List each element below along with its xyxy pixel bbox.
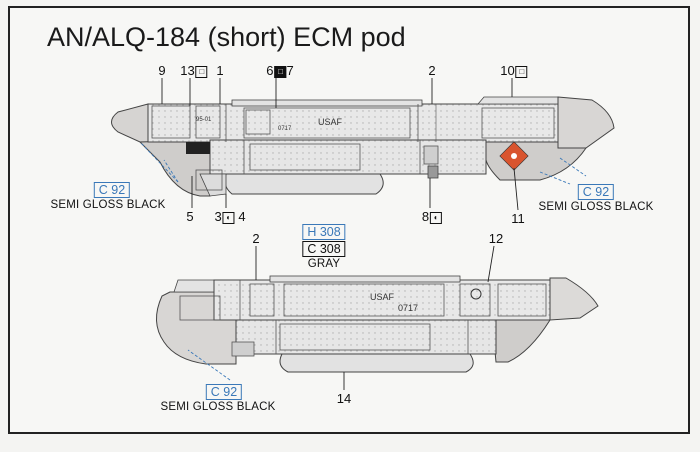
callout-12: 12 xyxy=(488,231,504,246)
callout-1: 1 xyxy=(216,63,224,78)
callout-2-bottom: 2 xyxy=(252,231,260,246)
callout-2-top: 2 xyxy=(428,63,436,78)
callout-3-number: 3 xyxy=(214,209,222,224)
bottom-pod-serial-stencil: 0717 xyxy=(398,303,419,313)
paint-name-left: SEMI GLOSS BLACK xyxy=(50,199,166,211)
decal-square-icon: □ xyxy=(195,65,208,78)
callout-9: 9 xyxy=(158,63,166,78)
top-pod-left-nose xyxy=(111,103,149,143)
paint-code-gray-h: H 308 xyxy=(302,224,346,240)
bottom-pod-usaf-stencil: USAF xyxy=(370,292,395,302)
callout-10: 10□ xyxy=(500,63,528,78)
paint-name-bottom: SEMI GLOSS BLACK xyxy=(160,401,276,413)
decal-square-icon: □ xyxy=(274,65,287,78)
paint-name-gray: GRAY xyxy=(307,258,341,270)
warning-placard xyxy=(499,141,529,171)
top-pod-serial-small: 0717 xyxy=(278,126,292,132)
bottom-pod-right-nose xyxy=(549,277,599,321)
top-pod xyxy=(111,96,615,197)
paint-code-right: C 92 xyxy=(577,184,615,200)
callout-7-number: 7 xyxy=(286,63,294,78)
callout-5: 5 xyxy=(186,209,194,224)
callout-6-7: 6□7 xyxy=(266,63,294,78)
top-pod-right-lower-cone xyxy=(485,141,587,181)
top-pod-usaf-stencil: USAF xyxy=(318,117,343,127)
paint-code-left: C 92 xyxy=(93,182,131,198)
paint-name-right: SEMI GLOSS BLACK xyxy=(538,201,654,213)
callout-13-number: 13 xyxy=(180,63,195,78)
callout-14: 14 xyxy=(336,391,352,406)
callout-10-number: 10 xyxy=(500,63,515,78)
paint-code-gray-c: C 308 xyxy=(302,241,346,257)
decal-half-circle-icon: ◐ xyxy=(430,211,443,224)
paint-code-bottom: C 92 xyxy=(205,384,243,400)
callout-13: 13□ xyxy=(180,63,208,78)
callout-8: 8◐ xyxy=(421,209,443,224)
callout-6-number: 6 xyxy=(266,63,274,78)
callout-11: 11 xyxy=(511,211,525,226)
callout-4-number: 4 xyxy=(238,209,246,224)
decal-half-circle-icon: ◐ xyxy=(222,211,235,224)
diagram-title: AN/ALQ-184 (short) ECM pod xyxy=(47,22,406,52)
decal-square-icon: □ xyxy=(515,65,528,78)
top-pod-right-tail xyxy=(557,96,615,149)
bottom-pod xyxy=(156,275,599,373)
callout-8-number: 8 xyxy=(421,209,430,224)
callout-3-4: 3◐ 4 xyxy=(214,209,246,224)
top-pod-code-stencil: 95-01 xyxy=(196,117,212,123)
leader-lines xyxy=(139,78,587,390)
